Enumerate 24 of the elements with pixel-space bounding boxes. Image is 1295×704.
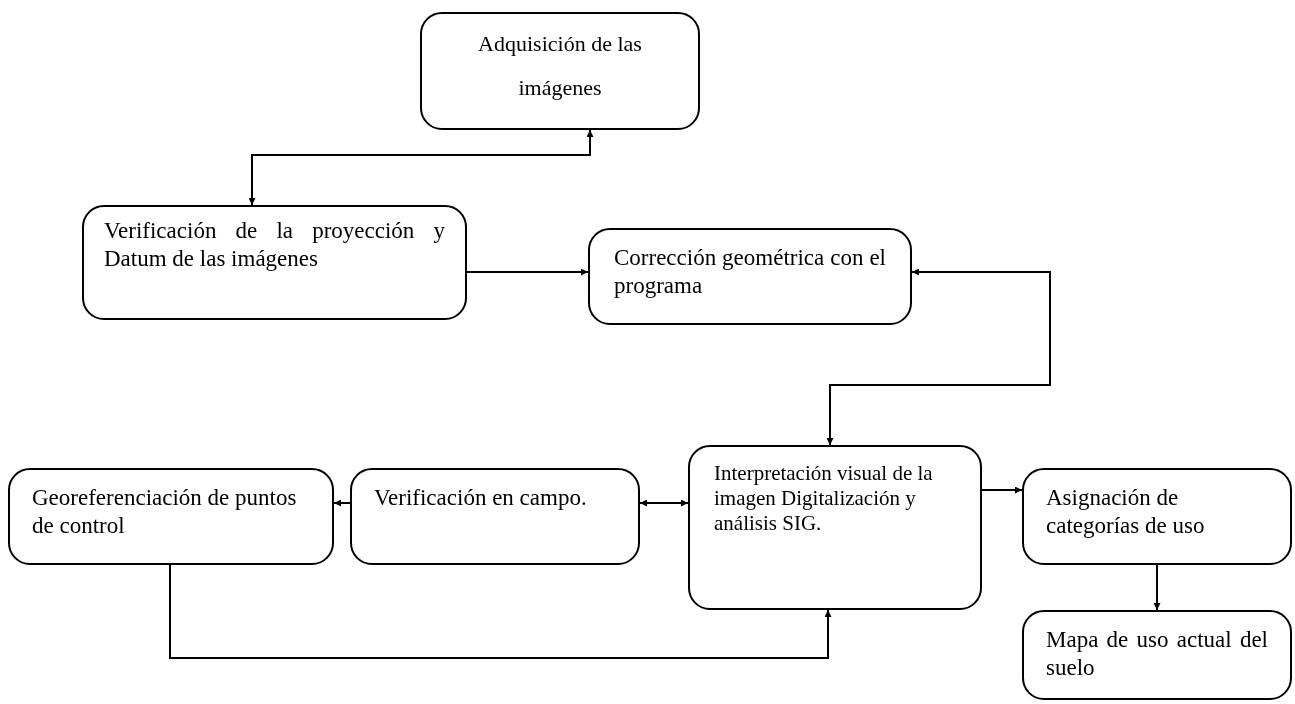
arrow — [169, 564, 832, 659]
process-box — [420, 12, 700, 130]
process-box — [8, 468, 334, 565]
process-box — [1022, 610, 1292, 700]
box-label: Georeferenciación de puntos de control — [32, 484, 298, 540]
arrow — [981, 486, 1023, 494]
arrow — [248, 129, 594, 206]
box-label: Asignación de categorías de uso — [1046, 484, 1206, 540]
arrow — [333, 499, 351, 507]
box-label: Adquisición de las imágenes — [477, 30, 643, 102]
box-label: Corrección geométrica con el programa — [614, 244, 886, 300]
arrow — [466, 268, 589, 276]
box-label: Interpretación visual de la imagen Digitalización y análisis SIG. — [714, 461, 934, 537]
process-box — [82, 205, 467, 320]
process-box — [588, 228, 912, 325]
arrow — [639, 499, 689, 507]
process-box — [350, 468, 640, 565]
box-label: Verificación en campo. — [374, 484, 588, 512]
arrow — [826, 268, 1051, 446]
process-box — [1022, 468, 1292, 565]
box-label: Verificación de la proyección y Datum de las imágenes — [104, 217, 445, 273]
box-label: Mapa de uso actual del suelo — [1046, 626, 1268, 682]
process-box — [688, 445, 982, 610]
arrow — [1153, 564, 1161, 611]
